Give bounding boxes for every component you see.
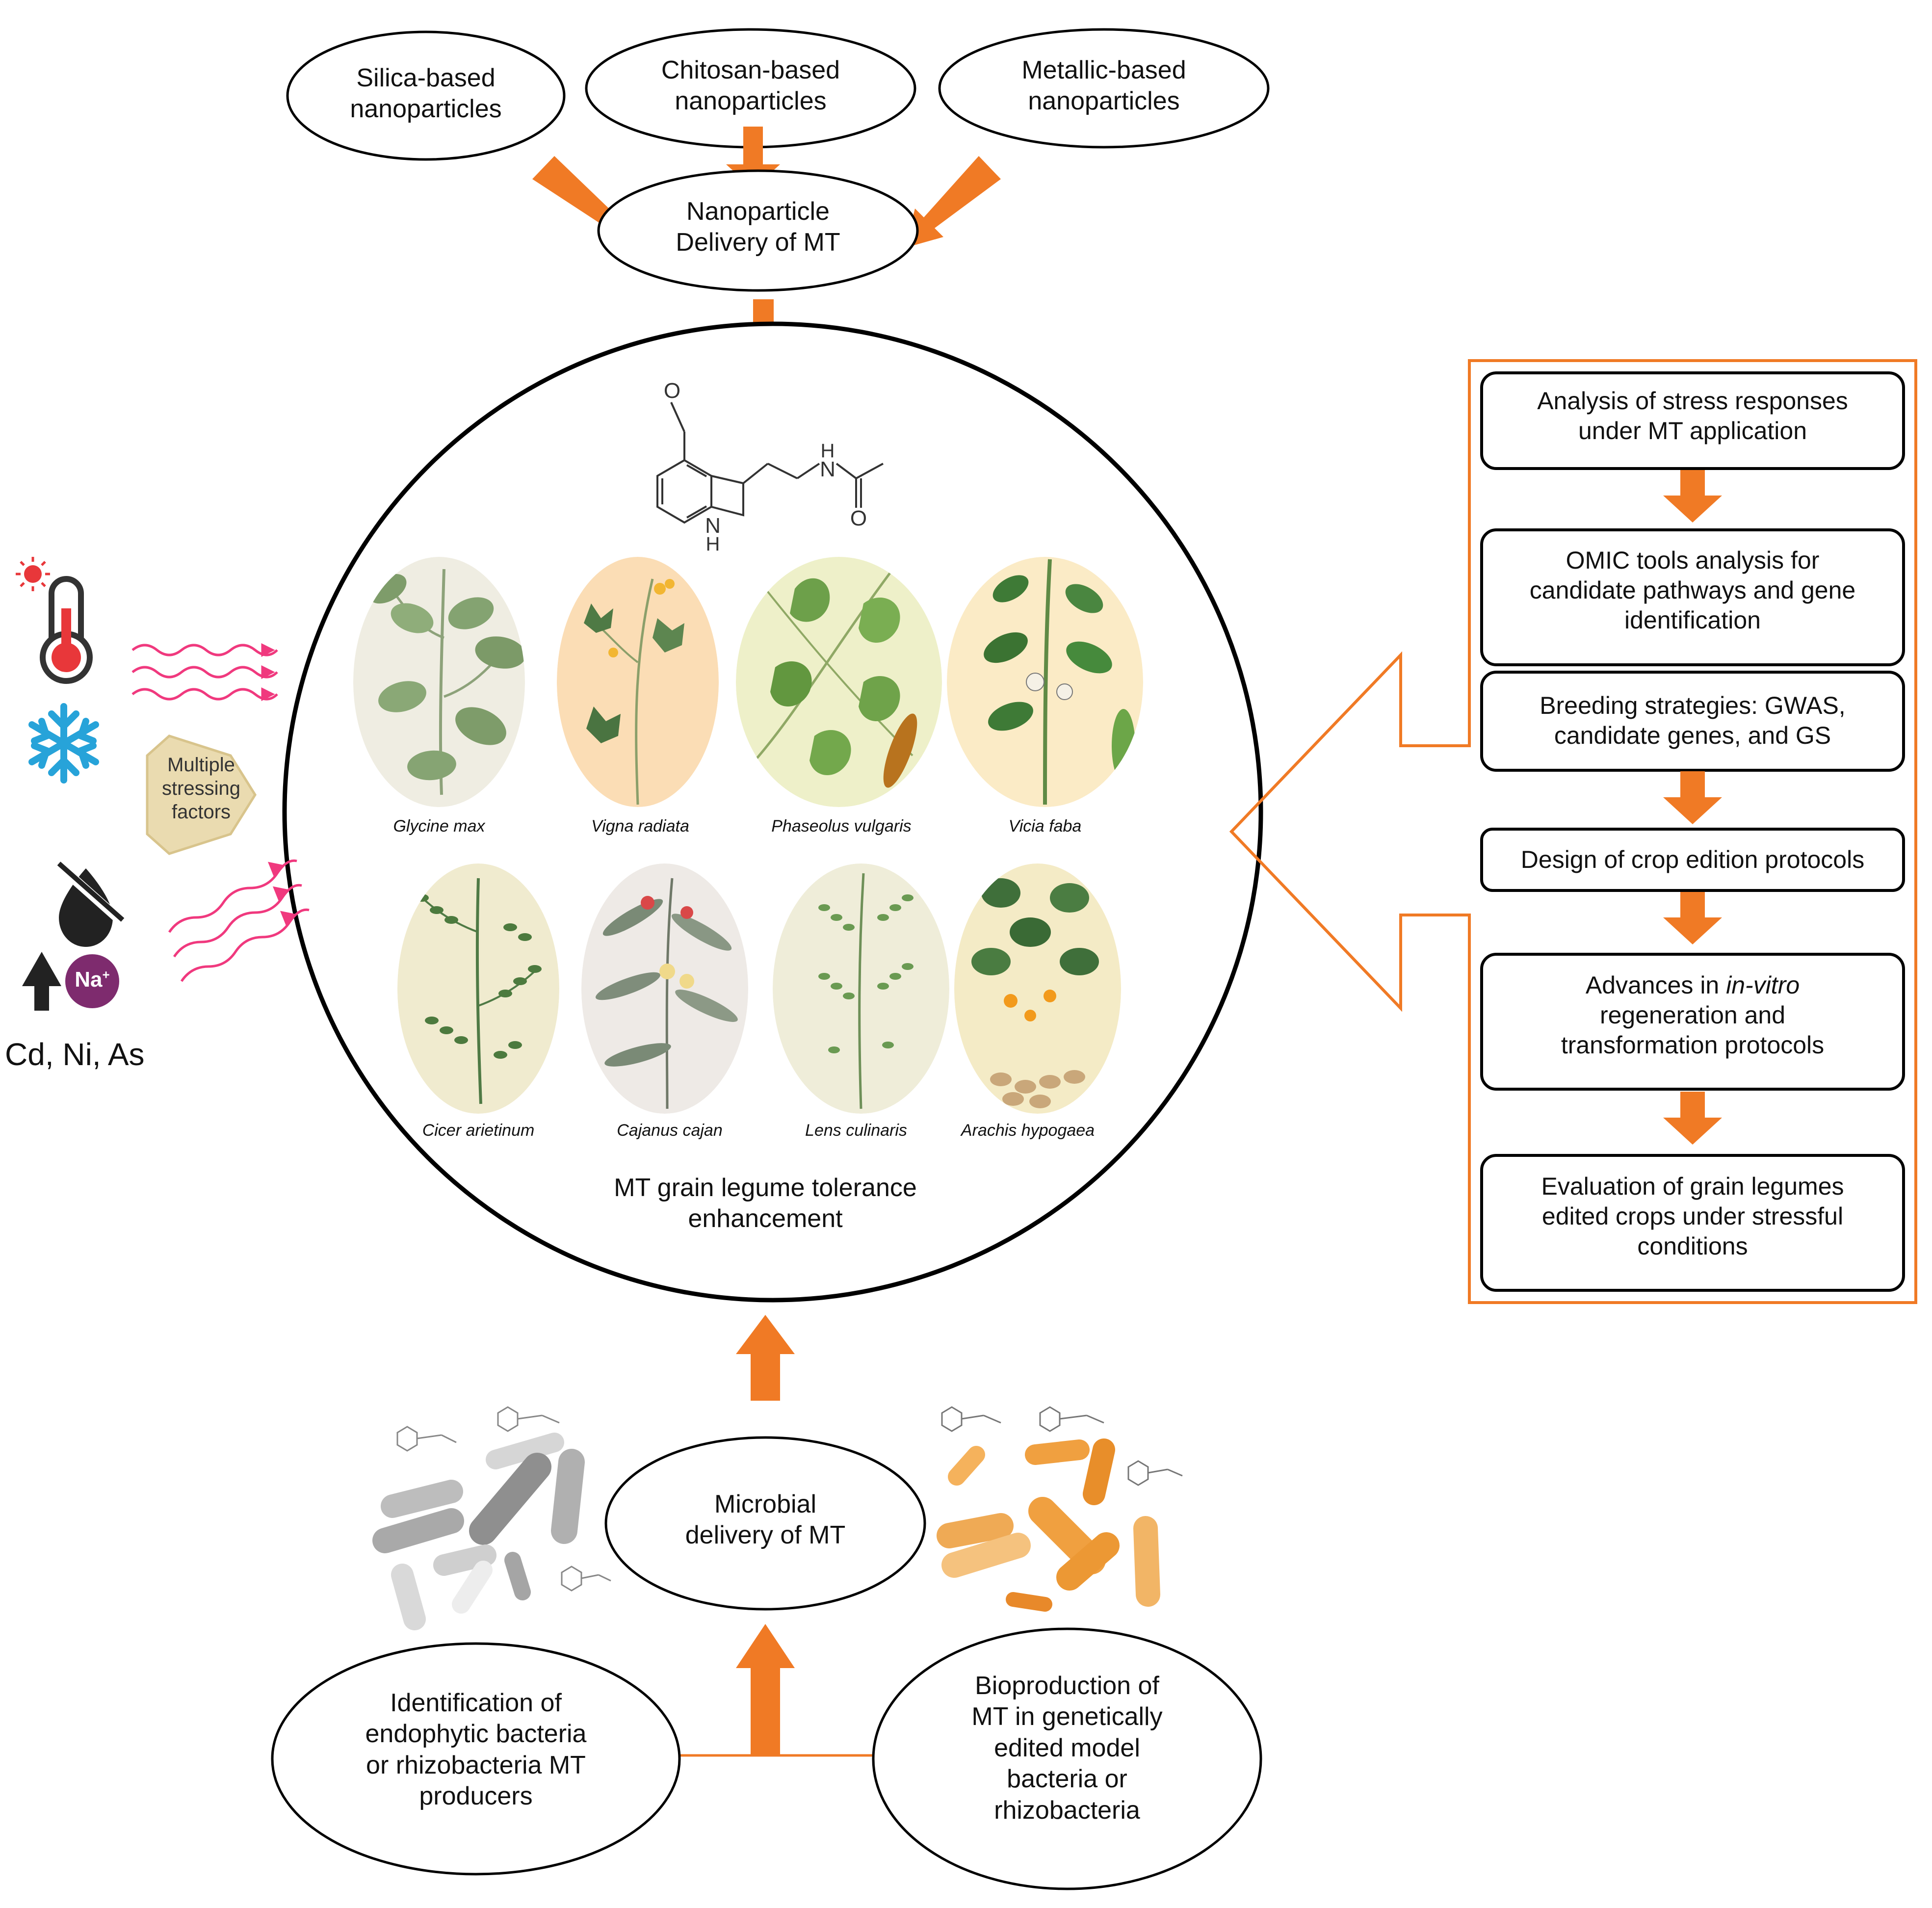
microbial-delivery-ellipse bbox=[604, 1436, 926, 1611]
sodium-charge: + bbox=[102, 967, 110, 982]
identification-ellipse bbox=[271, 1642, 681, 1876]
metallic-ellipse bbox=[938, 28, 1270, 149]
plant-illustration-cicer-arietinum bbox=[397, 863, 559, 1114]
plant-illustration-cajanus-cajan bbox=[581, 863, 748, 1114]
pipeline-box-2 bbox=[1480, 528, 1905, 666]
plant-caption-cicer-arietinum: Cicer arietinum bbox=[422, 1121, 535, 1140]
molecule-atom-n-amide: N bbox=[820, 457, 835, 481]
arrow-chitosan-stem bbox=[743, 127, 763, 166]
central-title: MT grain legume tolerance enhancement bbox=[614, 1174, 917, 1233]
multiple-stress-hexagon bbox=[146, 734, 257, 855]
plant-illustration-phaseolus-vulgaris bbox=[736, 557, 942, 807]
pipeline-text-5-line3: transformation protocols bbox=[1561, 1031, 1825, 1059]
pipeline-text-5: Advances in in-vitro regeneration and tr… bbox=[1484, 970, 1901, 1060]
drought-no-water-icon bbox=[53, 860, 126, 947]
salt-up-arrow-icon bbox=[22, 952, 61, 1011]
bioproduction-label: Bioproduction of MT in genetically edite… bbox=[971, 1672, 1163, 1825]
molecule-atom-n-indole: N bbox=[705, 514, 721, 538]
pipeline-frame bbox=[1229, 359, 1917, 1304]
pipeline-text-5-prefix: Advances in bbox=[1585, 971, 1726, 999]
plant-illustration-glycine-max bbox=[353, 557, 525, 807]
molecule-atom-h-amide: H bbox=[820, 440, 835, 462]
pipeline-text-1: Analysis of stress responses under MT ap… bbox=[1537, 387, 1848, 444]
plant-caption-lens-culinaris: Lens culinaris bbox=[805, 1121, 907, 1140]
identification-label: Identification of endophytic bacteria or… bbox=[365, 1689, 587, 1811]
sun-burst-icon bbox=[16, 557, 50, 591]
arrow-sources-to-microbial bbox=[736, 1624, 795, 1756]
heavy-metals-label: Cd, Ni, As bbox=[5, 1037, 145, 1072]
grey-bacteria-icon bbox=[372, 1433, 585, 1630]
pipeline-box-4 bbox=[1480, 828, 1905, 892]
grey-melatonin-molecule-icon bbox=[396, 1406, 611, 1592]
salt-sodium-icon bbox=[65, 954, 119, 1008]
cold-snowflake-icon bbox=[28, 703, 99, 784]
multiple-stress-label: Multiple stressing factors bbox=[161, 754, 241, 823]
plant-caption-phaseolus-vulgaris: Phaseolus vulgaris bbox=[771, 817, 912, 836]
nanoparticle-delivery-label: Nanoparticle Delivery of MT bbox=[676, 197, 840, 257]
plant-caption-cajanus-cajan: Cajanus cajan bbox=[617, 1121, 723, 1140]
pipeline-box-3 bbox=[1480, 671, 1905, 772]
plant-illustration-vicia-faba bbox=[947, 557, 1143, 807]
plant-caption-glycine-max: Glycine max bbox=[393, 817, 485, 836]
sodium-label: Na+ bbox=[69, 967, 116, 993]
molecule-atom-o-carbonyl: O bbox=[850, 506, 867, 530]
pipeline-text-5-line2: regeneration and bbox=[1599, 1001, 1786, 1029]
plant-caption-vicia-faba: Vicia faba bbox=[1008, 817, 1082, 836]
plant-illustration-lens-culinaris bbox=[773, 863, 949, 1114]
heat-thermometer-icon bbox=[40, 576, 93, 684]
pipeline-text-2: OMIC tools analysis for candidate pathwa… bbox=[1529, 547, 1856, 634]
stress-waves-upper-icon bbox=[131, 643, 278, 702]
orange-melatonin-molecule-icon bbox=[941, 1406, 1183, 1486]
plant-caption-arachis-hypogaea: Arachis hypogaea bbox=[961, 1121, 1095, 1140]
arrow-metallic-to-delivery bbox=[905, 156, 1001, 248]
pipeline-box-1 bbox=[1480, 371, 1905, 470]
melatonin-structure-icon bbox=[656, 402, 884, 524]
pipeline-text-3: Breeding strategies: GWAS, candidate gen… bbox=[1540, 692, 1846, 749]
central-circle bbox=[282, 321, 1263, 1303]
microbial-delivery-label: Microbial delivery of MT bbox=[685, 1490, 846, 1550]
metallic-label: Metallic-based nanoparticles bbox=[1021, 56, 1186, 116]
bioproduction-ellipse bbox=[872, 1627, 1262, 1890]
arrow-microbial-to-circle bbox=[736, 1315, 795, 1401]
silica-label: Silica-based nanoparticles bbox=[350, 64, 502, 124]
sodium-symbol: Na bbox=[75, 967, 103, 992]
plant-caption-vigna-radiata: Vigna radiata bbox=[591, 817, 689, 836]
pipeline-box-6 bbox=[1480, 1154, 1905, 1292]
pipeline-boxes bbox=[1480, 371, 1905, 1292]
pipeline-arrows bbox=[1663, 470, 1722, 1145]
nanoparticle-delivery-ellipse bbox=[597, 169, 919, 292]
molecule-atom-o-top: O bbox=[663, 379, 681, 403]
stress-waves-lower-icon bbox=[168, 859, 310, 982]
pipeline-text-5-italic: in-vitro bbox=[1726, 971, 1800, 999]
pipeline-text-6: Evaluation of grain legumes edited crops… bbox=[1541, 1173, 1844, 1260]
pipeline-text-5-line1: Advances in in-vitro bbox=[1484, 970, 1901, 1000]
molecule-atom-h-indole: H bbox=[705, 533, 720, 555]
silica-ellipse bbox=[286, 30, 566, 161]
plant-illustration-vigna-radiata bbox=[557, 557, 719, 807]
chitosan-label: Chitosan-based nanoparticles bbox=[661, 56, 840, 116]
pipeline-box-5 bbox=[1480, 953, 1905, 1091]
plant-illustration-arachis-hypogaea bbox=[954, 863, 1121, 1114]
orange-bacteria-icon bbox=[937, 1438, 1160, 1612]
pipeline-text-4: Design of crop edition protocols bbox=[1520, 846, 1865, 873]
